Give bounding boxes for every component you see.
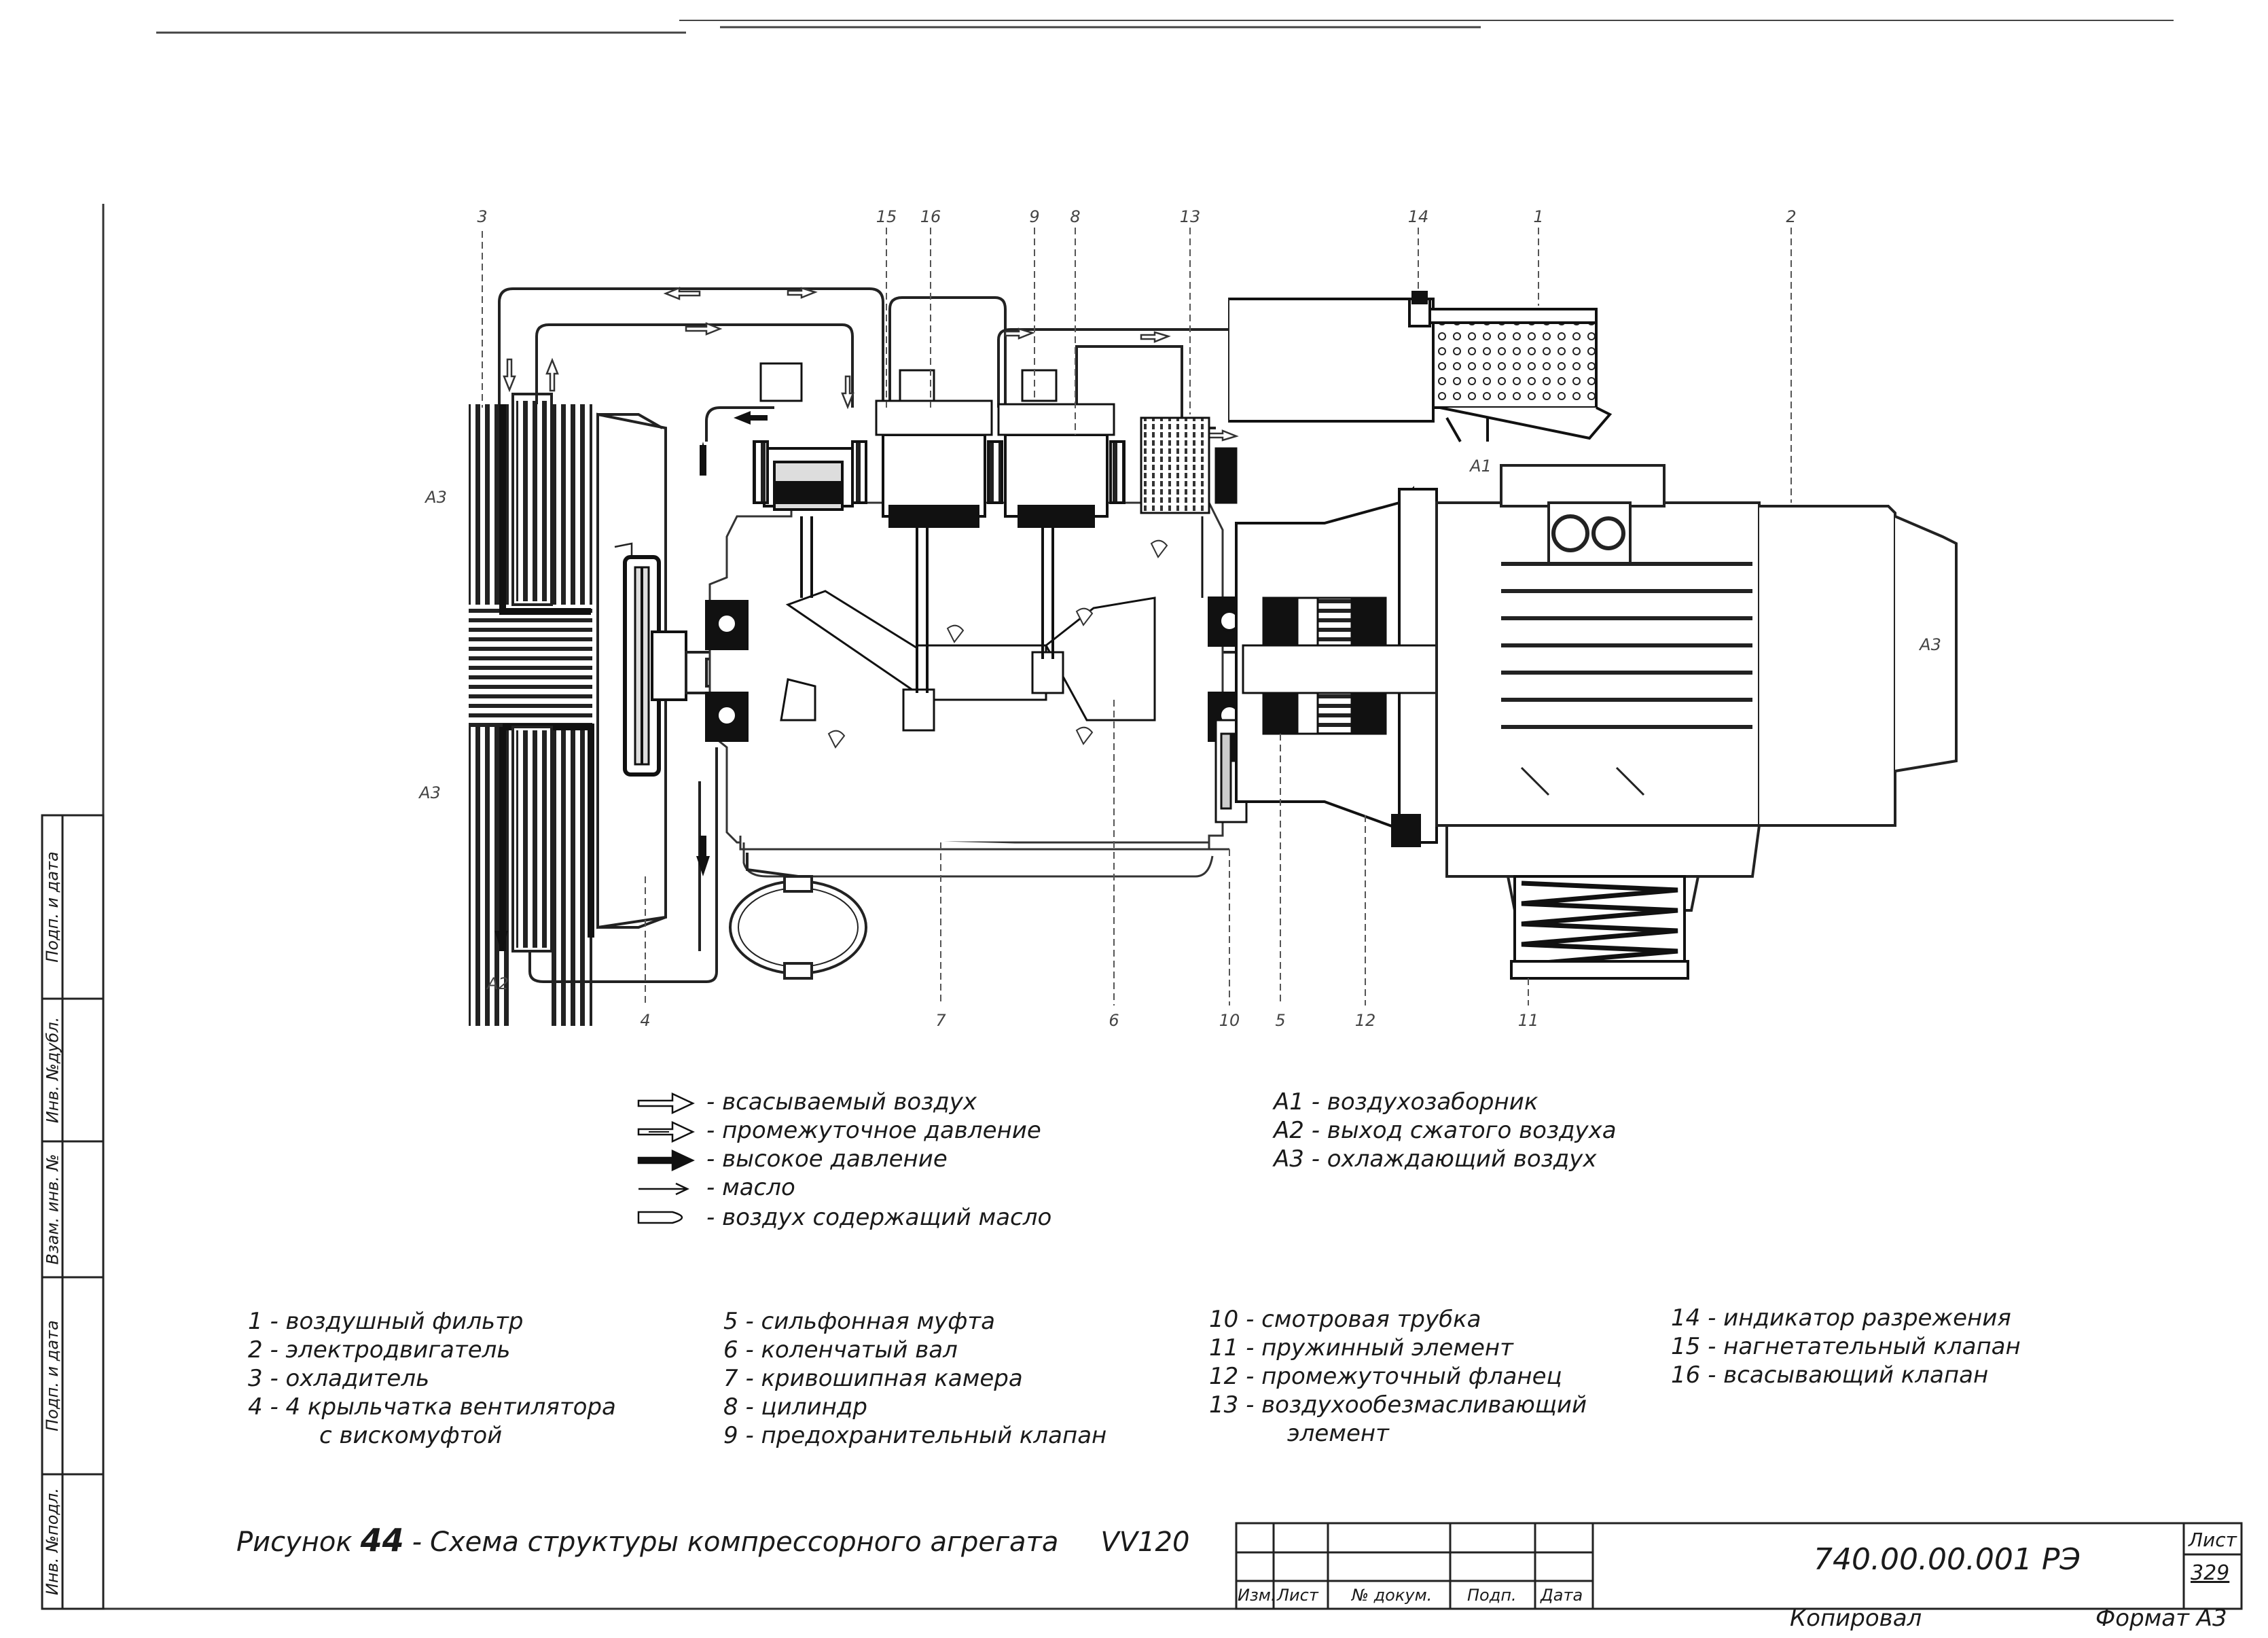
callout-16: 16 xyxy=(920,207,941,226)
flow-label-a3-top: A3 xyxy=(425,488,447,507)
caption-number: 44 xyxy=(360,1522,404,1559)
callout-14: 14 xyxy=(1407,207,1429,226)
part-8: 8 - цилиндр xyxy=(723,1393,867,1421)
high-pressure-arrows xyxy=(494,411,768,951)
part-7: 7 - кривошипная камера xyxy=(723,1365,1023,1392)
flow-label-a2: A2 xyxy=(487,974,509,993)
legend-intermediate-pressure: - промежуточное давление xyxy=(706,1117,1041,1144)
part-9: 9 - предохранительный клапан xyxy=(723,1422,1107,1449)
title-block xyxy=(1235,1522,2243,1610)
format-label: Формат А3 xyxy=(2095,1605,2227,1632)
callout-7: 7 xyxy=(935,1011,946,1030)
part-13-cont: элемент xyxy=(1287,1420,1389,1447)
part-5: 5 - сильфонная муфта xyxy=(723,1308,995,1335)
sheet-top-border xyxy=(156,20,2174,34)
oil-separator-element xyxy=(1140,416,1238,598)
callout-6: 6 xyxy=(1109,1011,1119,1030)
side-replace-inv: Взам. инв. № xyxy=(43,1154,62,1265)
caption-prefix: Рисунок xyxy=(236,1527,353,1558)
legend-oil-air: - воздух содержащий масло xyxy=(706,1204,1052,1231)
cooler xyxy=(469,393,594,1026)
part-13: 13 - воздухообезмасливающий xyxy=(1209,1391,1587,1419)
legend-symbols xyxy=(637,1092,695,1224)
bellows-coupling xyxy=(1242,597,1448,735)
callout-9: 9 xyxy=(1029,207,1040,226)
part-6: 6 - коленчатый вал xyxy=(723,1336,958,1364)
copied-label: Копировал xyxy=(1790,1605,1922,1632)
part-12: 12 - промежуточный фланец xyxy=(1209,1363,1562,1390)
motor xyxy=(1435,464,1958,912)
caption-text: Схема структуры компрессорного агрегата xyxy=(430,1527,1059,1558)
legend-oil: - масло xyxy=(706,1174,795,1201)
sheet-number: 329 xyxy=(2191,1561,2230,1585)
flow-label-a3-bottom: A3 xyxy=(419,783,441,802)
part-14: 14 - индикатор разрежения xyxy=(1671,1304,2011,1332)
col-label-change: Изм. xyxy=(1238,1586,1276,1605)
side-inv-duplicate: Инв. №дубл. xyxy=(43,1016,62,1124)
part-4-cont: с вискомуфтой xyxy=(319,1422,503,1449)
figure-caption: Рисунок 44 - Схема структуры компрессорн… xyxy=(236,1522,1189,1559)
caption-model: VV120 xyxy=(1100,1527,1190,1558)
callout-5: 5 xyxy=(1275,1011,1286,1030)
callout-11: 11 xyxy=(1517,1011,1539,1030)
fan-impeller xyxy=(623,555,687,777)
callout-2: 2 xyxy=(1786,207,1797,226)
oil-loop xyxy=(729,853,867,980)
callout-8: 8 xyxy=(1070,207,1081,226)
part-2: 2 - электродвигатель xyxy=(248,1336,511,1364)
caption-separator: - xyxy=(412,1527,422,1558)
part-11: 11 - пружинный элемент xyxy=(1209,1334,1513,1361)
legend-a2: A2 - выход сжатого воздуха xyxy=(1274,1117,1617,1144)
leader-lines xyxy=(482,228,1792,1005)
side-sign-date-2: Подп. и дата xyxy=(43,851,62,963)
col-label-signature: Подп. xyxy=(1467,1586,1517,1605)
side-inv-original: Инв. №подл. xyxy=(43,1488,62,1595)
document-code: 740.00.00.001 РЭ xyxy=(1814,1542,2081,1577)
spring-element xyxy=(1510,875,1689,980)
legend-a1: A1 - воздухозаборник xyxy=(1274,1088,1538,1116)
callout-1: 1 xyxy=(1533,207,1544,226)
oil-air-marks xyxy=(827,539,1168,749)
callout-10: 10 xyxy=(1219,1011,1240,1030)
callout-13: 13 xyxy=(1179,207,1201,226)
cylinders xyxy=(753,362,1126,693)
callout-4: 4 xyxy=(640,1011,651,1030)
col-label-doc-number: № докум. xyxy=(1352,1586,1433,1605)
air-filter xyxy=(1229,291,1613,442)
legend-high-pressure: - высокое давление xyxy=(706,1145,948,1173)
part-10: 10 - смотровая трубка xyxy=(1209,1306,1481,1333)
part-16: 16 - всасывающий клапан xyxy=(1671,1361,1989,1389)
flow-label-a1: A1 xyxy=(1470,457,1492,476)
col-label-date: Дата xyxy=(1541,1586,1583,1605)
part-1: 1 - воздушный фильтр xyxy=(248,1308,524,1335)
part-3: 3 - охладитель xyxy=(248,1365,430,1392)
callout-15: 15 xyxy=(876,207,897,226)
callout-12: 12 xyxy=(1354,1011,1376,1030)
legend-a3: A3 - охлаждающий воздух xyxy=(1274,1145,1597,1173)
part-4: 4 - 4 крыльчатка вентилятора xyxy=(248,1393,616,1421)
sheet-label: Лист xyxy=(2189,1529,2237,1551)
flow-label-a3-right: A3 xyxy=(1920,635,1941,654)
callout-3: 3 xyxy=(477,207,488,226)
legend-suction-air: - всасываемый воздух xyxy=(706,1088,977,1116)
part-15: 15 - нагнетательный клапан xyxy=(1671,1333,2021,1360)
col-label-sheet: Лист xyxy=(1277,1586,1318,1605)
side-table xyxy=(41,814,105,1610)
side-sign-date-1: Подп. и дата xyxy=(43,1320,62,1431)
